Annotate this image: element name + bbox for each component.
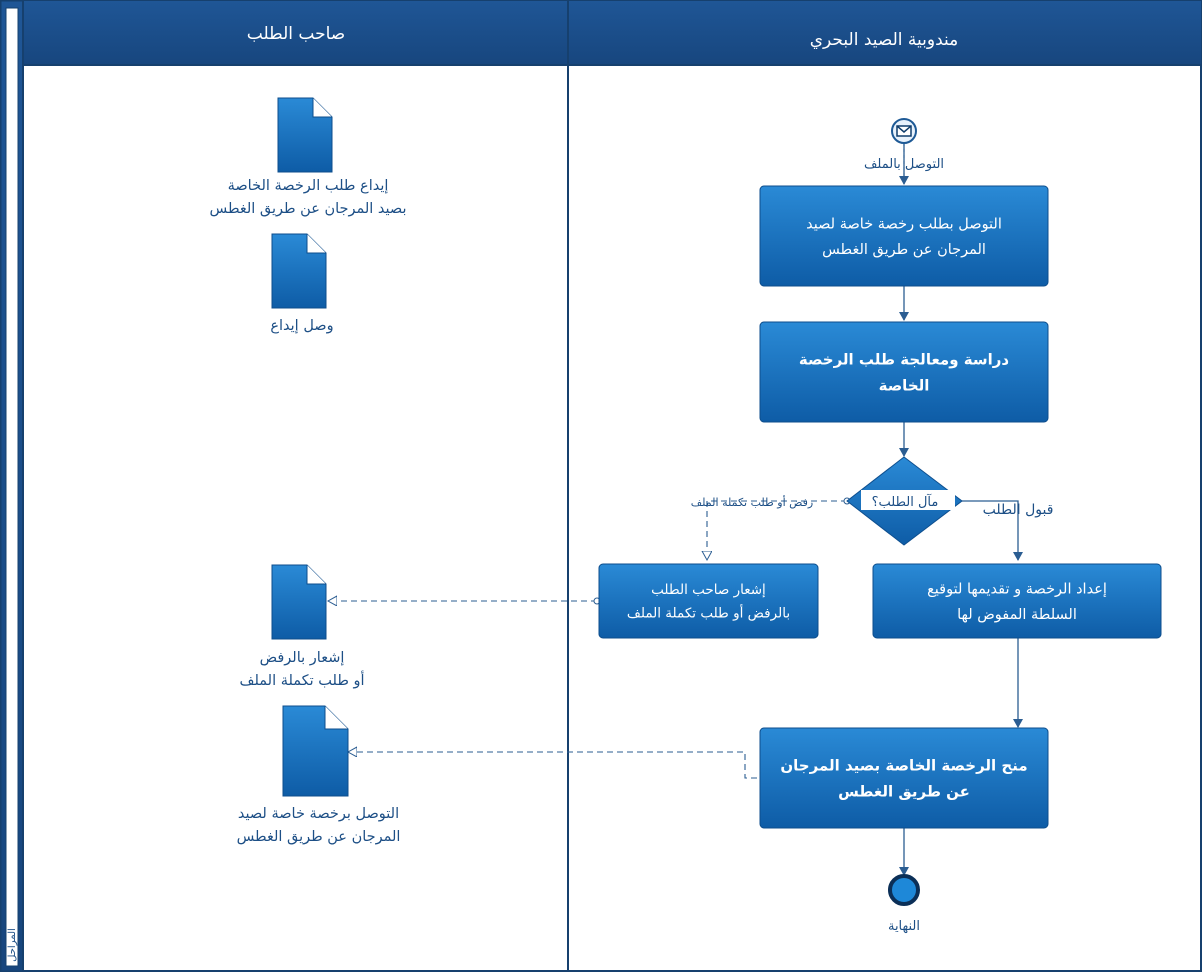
task-study: دراسة ومعالجة طلب الرخصة الخاصة	[759, 321, 1049, 423]
documents: إيداع طلب الرخصة الخاصة بصيد المرجان عن ط…	[209, 97, 407, 845]
gateway-reject-label: رفض أو طلب تكملة الملف	[691, 495, 813, 509]
document-license: التوصل برخصة خاصة لصيد المرجان عن طريق ال…	[237, 705, 401, 845]
document-license-label: المرجان عن طريق الغطس	[237, 829, 401, 845]
flow-gateway-reject	[707, 500, 847, 560]
dashed-connectors	[328, 143, 905, 779]
task-receive-line: التوصل بطلب رخصة خاصة لصيد	[806, 217, 1002, 233]
end-event	[888, 874, 920, 906]
task-prepare-line: إعداد الرخصة و تقديمها لتوقيع	[927, 582, 1107, 598]
stages-label: المراحل	[7, 928, 18, 962]
document-receipt-label: وصل إيداع	[270, 318, 333, 334]
document-deposit: إيداع طلب الرخصة الخاصة بصيد المرجان عن ط…	[209, 97, 407, 217]
task-receive-line: المرجان عن طريق الغطس	[822, 242, 986, 258]
task-receive: التوصل بطلب رخصة خاصة لصيد المرجان عن طري…	[759, 185, 1049, 287]
document-deposit-label: إيداع طلب الرخصة الخاصة	[228, 178, 389, 194]
envelope-icon	[896, 125, 912, 137]
task-prepare-line: السلطة المفوض لها	[957, 607, 1077, 623]
task-notify-line: بالرفض أو طلب تكملة الملف	[627, 604, 790, 622]
document-receipt: وصل إيداع	[270, 233, 334, 334]
task-grant-line: عن طريق الغطس	[838, 783, 970, 801]
document-rejection-label: إشعار بالرفض	[260, 650, 345, 666]
document-rejection-label: أو طلب تكملة الملف	[239, 670, 364, 689]
end-event-label: النهاية	[888, 919, 920, 934]
task-notify: إشعار صاحب الطلب بالرفض أو طلب تكملة المل…	[598, 563, 819, 639]
task-study-line: الخاصة	[879, 377, 930, 395]
lane-title-applicant: صاحب الطلب	[247, 24, 345, 44]
connectors	[899, 143, 1023, 876]
document-rejection: إشعار بالرفض أو طلب تكملة الملف	[239, 564, 365, 689]
gateway-accept-label: قبول الطلب	[983, 502, 1054, 518]
lane-title-fisheries: مندوبية الصيد البحري	[810, 30, 959, 50]
task-grant-line: منح الرخصة الخاصة بصيد المرجان	[780, 756, 1027, 774]
task-study-line: دراسة ومعالجة طلب الرخصة	[799, 350, 1009, 368]
document-deposit-label: بصيد المرجان عن طريق الغطس	[209, 201, 406, 217]
flow-gateway-accept	[962, 500, 1023, 561]
start-event-label: التوصل بالملف	[864, 157, 944, 172]
start-event	[891, 118, 917, 144]
task-notify-line: إشعار صاحب الطلب	[651, 582, 766, 598]
task-prepare: إعداد الرخصة و تقديمها لتوقيع السلطة المف…	[872, 563, 1162, 639]
gateway-label: مآل الطلب؟	[872, 493, 939, 510]
message-grant-to-doc	[348, 752, 757, 779]
document-license-label: التوصل برخصة خاصة لصيد	[238, 806, 399, 822]
tasks: التوصل بطلب رخصة خاصة لصيد المرجان عن طري…	[598, 185, 1162, 829]
task-grant: منح الرخصة الخاصة بصيد المرجان عن طريق ال…	[759, 727, 1049, 829]
